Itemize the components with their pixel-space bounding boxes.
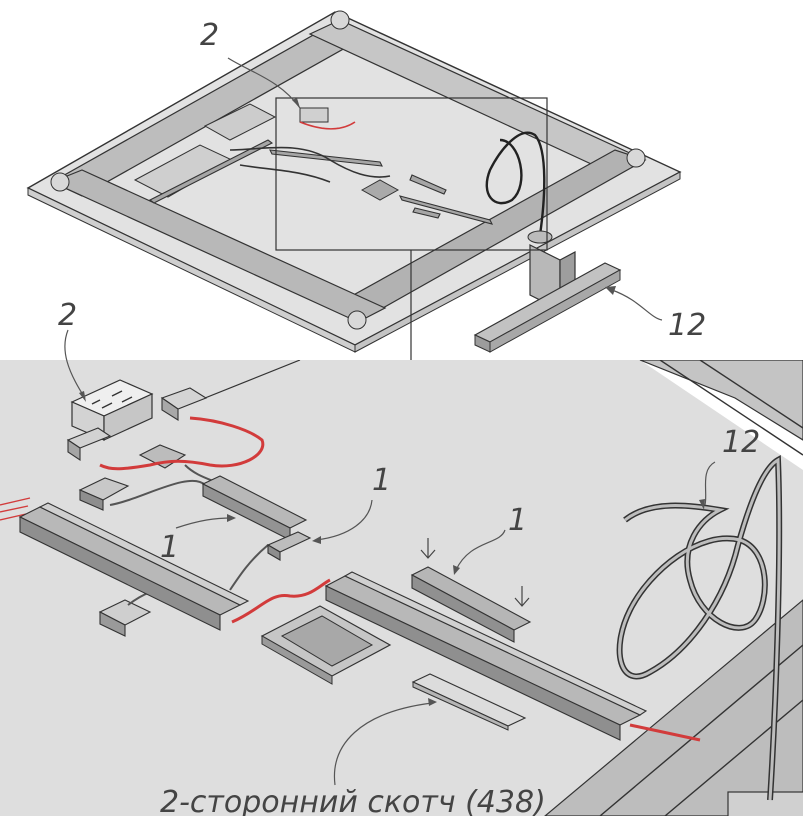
wire-red-loop xyxy=(99,416,265,471)
stand xyxy=(473,230,622,353)
arrow-detail-12 xyxy=(699,499,705,510)
overview-wires xyxy=(229,121,391,183)
base-plate-edge-right xyxy=(354,171,681,353)
wire-grey-4 xyxy=(229,544,269,591)
callout-detail-cable: 12 xyxy=(722,425,760,460)
leader-channel-c xyxy=(455,529,506,571)
overview-module xyxy=(299,107,329,123)
arrow-detail-2 xyxy=(79,391,86,402)
wire-red-right xyxy=(629,723,701,742)
placement-arrows xyxy=(420,538,530,607)
board-square xyxy=(360,179,400,201)
leader-detail-12 xyxy=(704,461,716,506)
leader-top-12 xyxy=(611,289,663,321)
arrow-channel-b xyxy=(312,536,321,544)
callout-channel-c: 1 xyxy=(508,503,527,538)
callout-top-cable: 12 xyxy=(668,308,706,343)
detail-cable-12-highlight xyxy=(618,457,781,801)
wire-bundle-left xyxy=(0,497,31,521)
arrow-channel-c xyxy=(453,565,460,575)
callout-tape-note: 2-сторонний скотч (438) xyxy=(160,785,546,816)
wire-grey-1 xyxy=(109,479,206,506)
arrow-top-2 xyxy=(292,98,300,108)
wire-red-low xyxy=(231,578,331,624)
callout-detail-module: 2 xyxy=(58,298,77,333)
callout-channel-a: 1 xyxy=(160,530,179,565)
detail-channels xyxy=(18,475,648,741)
detail-view: 2 12 1 1 1 2-сторонний скотч (438) xyxy=(0,298,803,816)
callout-channel-b: 1 xyxy=(372,463,391,498)
overview-assembly: 2 12 xyxy=(26,10,706,360)
frame xyxy=(50,10,647,330)
tape-strip xyxy=(411,673,527,731)
arrow-tape xyxy=(428,698,437,706)
leader-detail-2 xyxy=(64,329,86,399)
arrow-top-12 xyxy=(605,286,616,295)
arrow-channel-a xyxy=(227,514,236,522)
leader-tape xyxy=(333,702,433,786)
connectors xyxy=(66,387,208,637)
leader-channel-b xyxy=(315,499,373,541)
overview-cable-12 xyxy=(485,131,546,236)
board-small xyxy=(203,103,277,141)
callout-top-module: 2 xyxy=(200,18,219,53)
adhesive-pad xyxy=(260,605,392,685)
